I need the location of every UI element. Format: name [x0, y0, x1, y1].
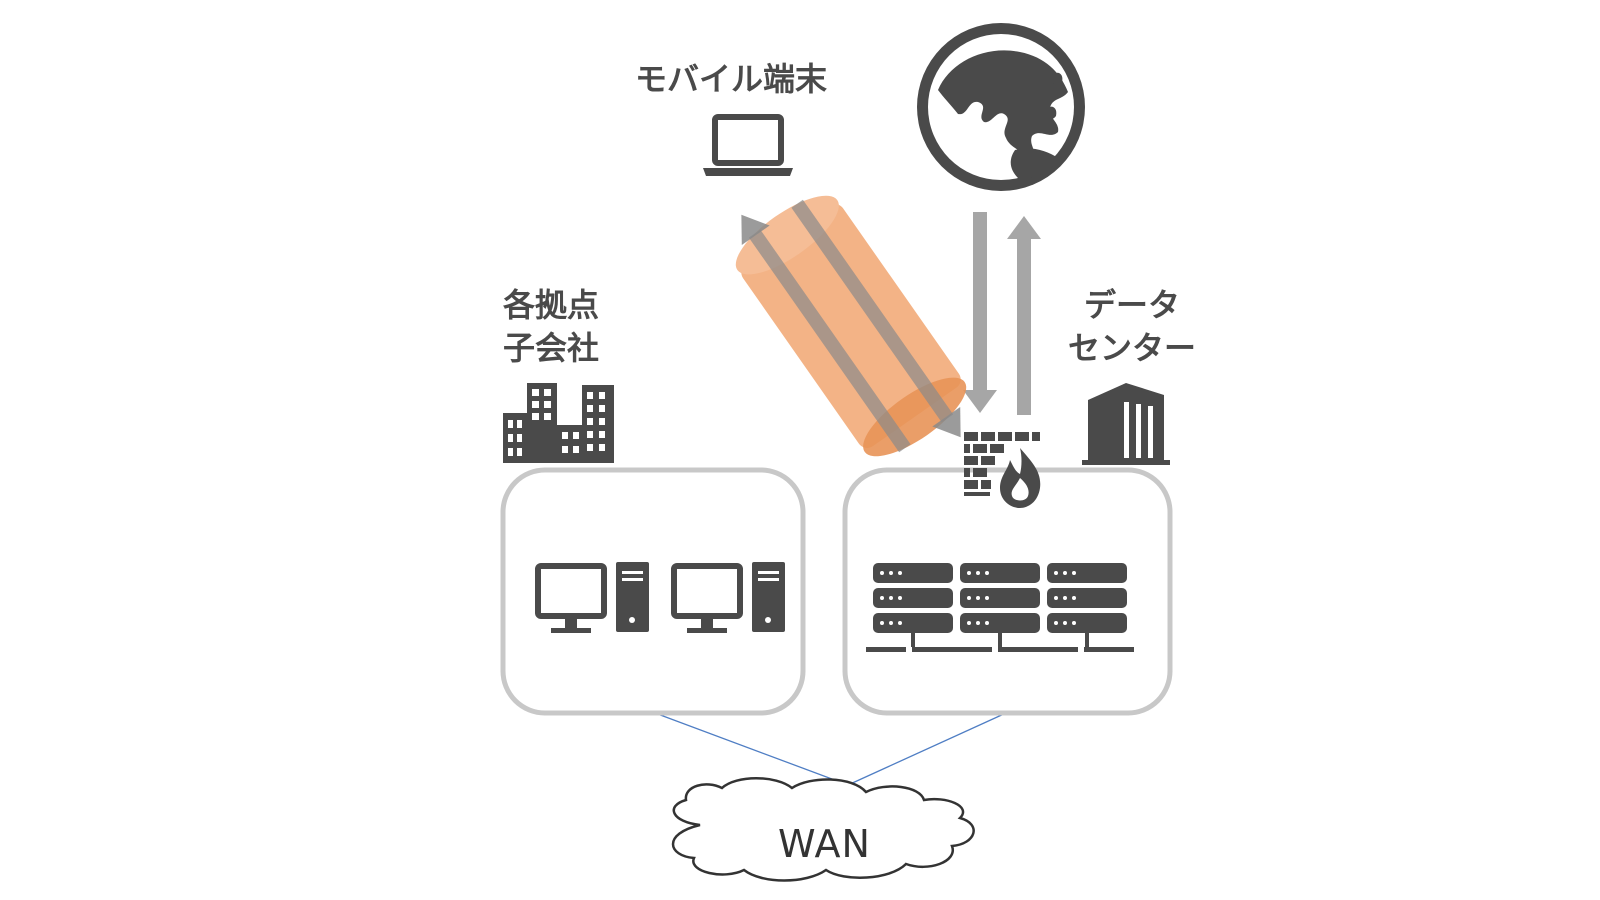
branch-office-label-line2: 子会社 — [503, 329, 600, 367]
wan-label: WAN — [778, 822, 871, 866]
branch-office-box — [500, 467, 806, 716]
datacenter-label: データ センター — [1068, 284, 1196, 370]
wan-links — [654, 712, 1007, 786]
datacenter-label-line2: センター — [1068, 329, 1197, 367]
server-rack-icon — [873, 563, 953, 647]
office-buildings-icon — [503, 383, 614, 463]
datacenter-label-line1: データ — [1084, 286, 1181, 324]
laptop-icon — [703, 114, 793, 176]
cloud-icon — [671, 777, 975, 882]
branch-office-label: 各拠点 子会社 — [503, 284, 599, 370]
desktop-pc-icon — [671, 562, 785, 633]
server-rack-icon — [1047, 563, 1127, 647]
mobile-device-label: モバイル端末 — [635, 60, 828, 98]
vpn-tunnel-icon — [735, 195, 967, 457]
internet-traffic-arrows — [963, 212, 1041, 415]
firewall-icon — [964, 432, 1041, 508]
branch-office-label-line1: 各拠点 — [503, 286, 600, 324]
server-network-bus — [866, 647, 1134, 652]
globe-icon — [917, 23, 1085, 191]
server-rack-icon — [960, 563, 1040, 647]
datacenter-building-icon — [1082, 383, 1170, 465]
desktop-pc-icon — [535, 562, 649, 633]
